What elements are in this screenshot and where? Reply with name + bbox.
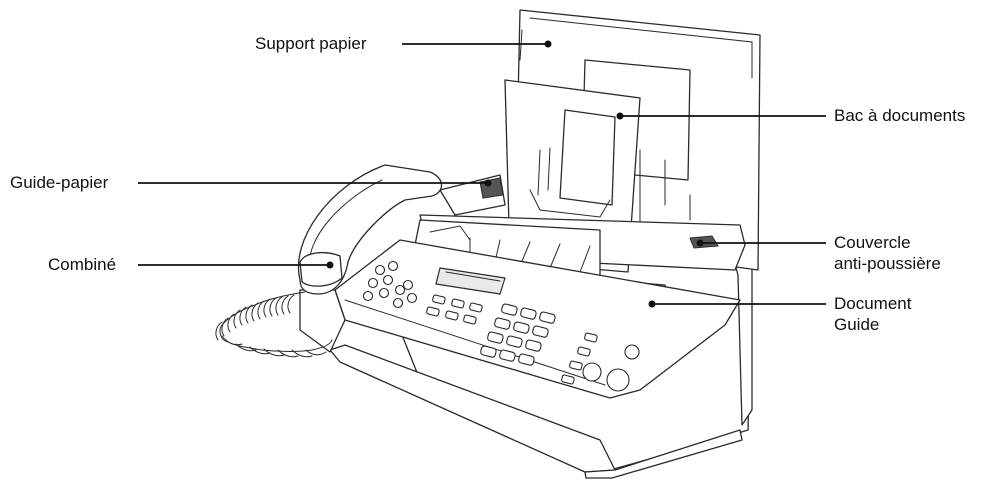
fax-machine-illustration <box>215 9 761 479</box>
label-couvercle-line1: Couvercle <box>834 233 911 252</box>
control-panel <box>334 239 741 399</box>
label-guide-papier: Guide-papier <box>10 172 108 193</box>
leader-dot-document-guide <box>648 300 656 308</box>
label-support-papier-text: Support papier <box>255 34 367 53</box>
speed-dial-buttons <box>362 260 418 309</box>
label-guide-papier-text: Guide-papier <box>10 173 109 192</box>
leader-dot-bac-documents <box>616 112 624 120</box>
label-document-guide: Document Guide <box>834 293 911 335</box>
leader-dot-support-papier <box>544 40 552 48</box>
label-support-papier: Support papier <box>255 33 367 54</box>
label-bac-documents: Bac à documents <box>834 105 965 126</box>
paper-guide-clip <box>479 177 504 199</box>
leader-lines <box>138 40 826 308</box>
label-document-guide-line1: Document <box>834 294 912 313</box>
leader-dot-combine <box>326 261 334 269</box>
leader-dot-guide-papier <box>484 179 492 187</box>
label-bac-documents-text: Bac à documents <box>834 106 966 125</box>
function-buttons <box>426 294 483 325</box>
leader-dot-couvercle <box>696 239 704 247</box>
label-combine: Combiné <box>48 254 116 275</box>
label-couvercle: Couvercle anti-poussière <box>834 232 941 274</box>
label-document-guide-line2: Guide <box>834 315 880 334</box>
coiled-cord <box>215 291 333 358</box>
dust-cover-clip <box>689 235 719 249</box>
lcd-display <box>435 267 506 295</box>
label-couvercle-line2: anti-poussière <box>834 254 941 273</box>
label-combine-text: Combiné <box>48 255 117 274</box>
numeric-keypad <box>480 303 556 366</box>
control-keys <box>561 332 640 392</box>
